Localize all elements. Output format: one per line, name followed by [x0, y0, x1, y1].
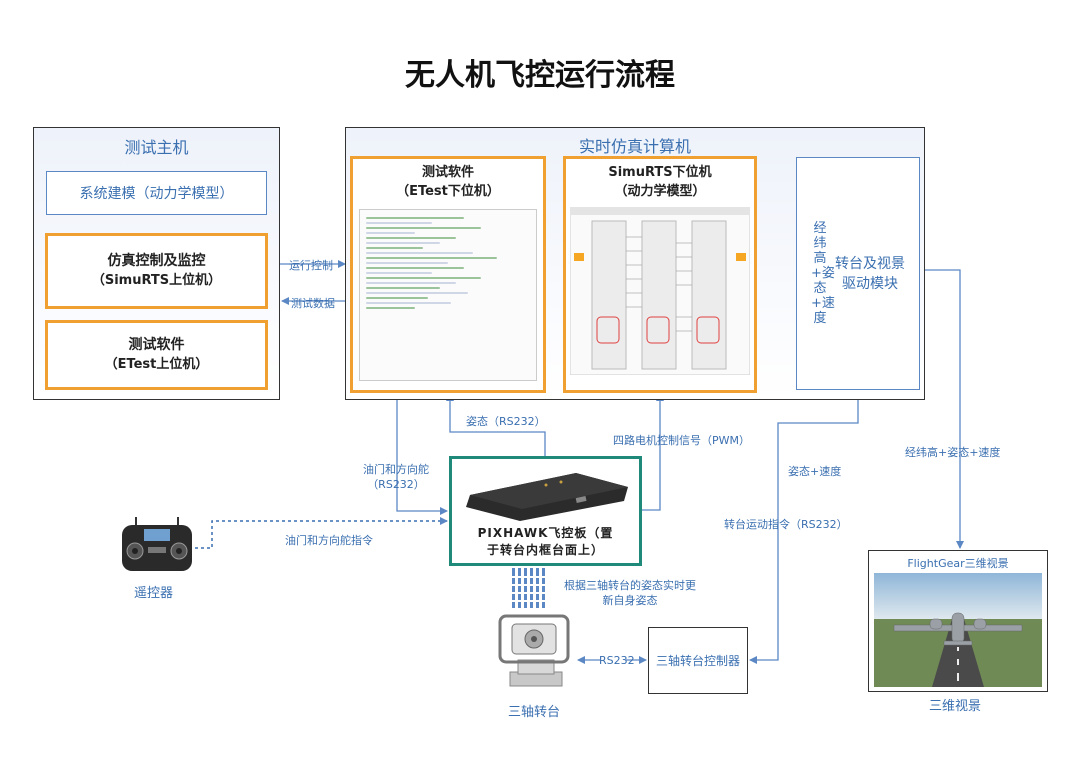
host-test-software-line2: （ETest上位机）	[104, 357, 209, 372]
remote-controller-icon	[122, 517, 192, 571]
remote-caption: 遥控器	[134, 586, 174, 601]
turntable-caption: 三轴转台	[508, 705, 561, 720]
flightgear-caption: 三维视景	[929, 699, 982, 714]
update-attitude-line1: 根据三轴转台的姿态实时更	[564, 579, 696, 592]
motor-pwm-label: 四路电机控制信号（PWM）	[613, 434, 750, 447]
throttle-rudder-label: 油门和方向舵 （RS232）	[355, 462, 437, 492]
drive-to-flightgear-arrow	[920, 269, 964, 549]
rs232-label: RS232	[599, 654, 635, 667]
turntable-controller-box: 三轴转台控制器	[648, 627, 748, 694]
attitude-up-arrow	[446, 393, 546, 456]
realtime-title: 实时仿真计算机	[578, 137, 691, 156]
code-editor-screenshot	[359, 209, 537, 381]
remote-signal-arrow	[195, 517, 448, 549]
run-control-label: 运行控制	[289, 259, 333, 272]
drive-module-box: 经纬高+姿态+速度 转台及视景 驱动模块	[796, 157, 920, 390]
sim-control-line2: （SimuRTS上位机）	[91, 273, 222, 288]
simurts-line1: SimuRTS下位机	[608, 165, 712, 180]
drive-to-controller-arrow	[749, 391, 859, 664]
sim-control-box: 仿真控制及监控 （SimuRTS上位机）	[45, 233, 268, 309]
page-title: 无人机飞控运行流程	[405, 58, 675, 93]
host-test-software-box: 测试软件 （ETest上位机）	[45, 320, 268, 390]
flightgear-view-image	[874, 573, 1042, 687]
sim-control-line1: 仿真控制及监控	[107, 253, 206, 269]
test-host-title: 测试主机	[124, 138, 189, 157]
throttle-cmd-label: 油门和方向舵指令	[285, 534, 373, 547]
drive-side-text: 经纬高+姿态+速度	[811, 221, 835, 326]
throttle-rudder-line1: 油门和方向舵	[363, 463, 429, 476]
turntable-cmd-label: 转台运动指令（RS232）	[724, 518, 848, 531]
pixhawk-box: PIXHAWK飞控板（置 于转台内框台面上）	[449, 456, 642, 566]
pixhawk-line1: PIXHAWK飞控板（置	[477, 526, 614, 540]
etest-to-pixhawk-arrow	[396, 392, 448, 515]
throttle-rudder-line2: （RS232）	[367, 478, 425, 491]
turntable-icon	[498, 614, 570, 687]
pixhawk-board-image	[466, 473, 628, 521]
attitude-speed-label: 姿态+速度	[788, 465, 842, 478]
model-diagram-screenshot	[569, 206, 751, 376]
flightgear-title: FlightGear三维视景	[907, 557, 1009, 570]
lla-att-speed-label: 经纬高+姿态+速度	[905, 446, 1001, 459]
update-attitude-line2: 新自身姿态	[602, 594, 658, 607]
etest-lower-box: 测试软件 （ETest下位机）	[350, 156, 546, 393]
drive-title-line1: 转台及视景	[835, 255, 905, 272]
etest-line1: 测试软件	[421, 165, 474, 180]
drive-title-line2: 驱动模块	[842, 275, 898, 292]
host-test-software-line1: 测试软件	[128, 337, 185, 353]
update-attitude-label: 根据三轴转台的姿态实时更 新自身姿态	[560, 578, 700, 608]
flightgear-panel: FlightGear三维视景	[868, 550, 1048, 692]
attitude-rs232-label: 姿态（RS232）	[466, 415, 546, 428]
modeling-box: 系统建模（动力学模型）	[46, 171, 267, 215]
etest-line2: （ETest下位机）	[396, 184, 500, 199]
pixhawk-line2: 于转台内框台面上）	[486, 543, 604, 557]
test-data-label: 测试数据	[291, 297, 335, 310]
simurts-line2: （动力学模型）	[614, 184, 706, 199]
simurts-lower-box: SimuRTS下位机 （动力学模型）	[563, 156, 757, 393]
signal-bars	[512, 568, 545, 608]
